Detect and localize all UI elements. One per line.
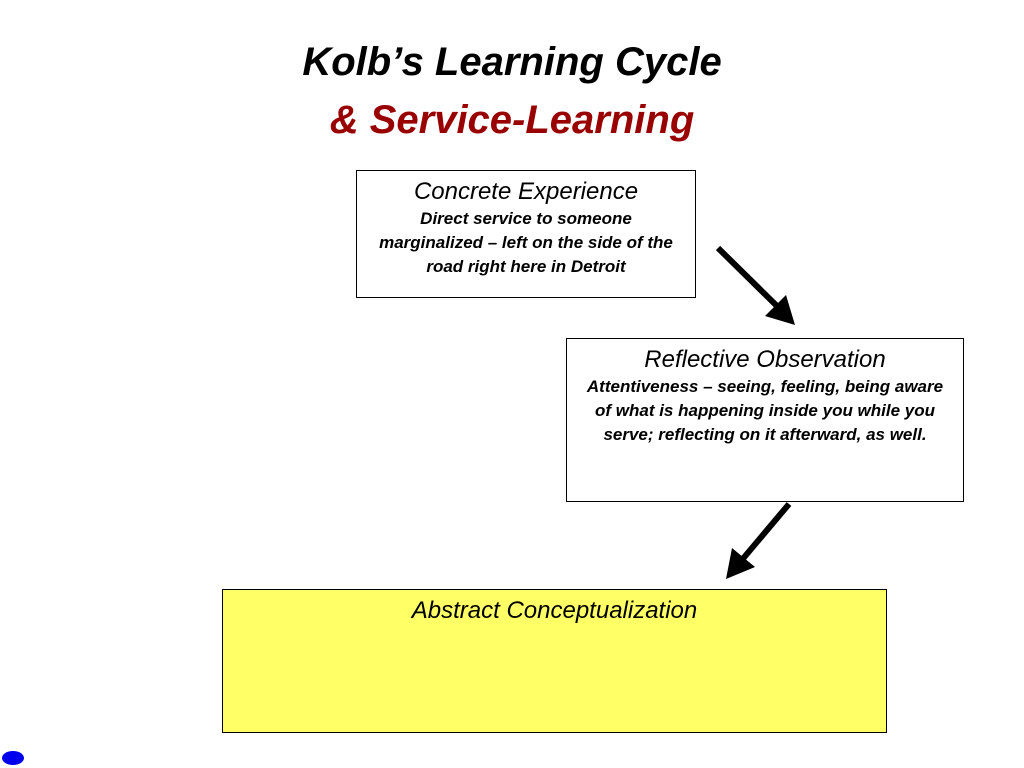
title-line-1: Kolb’s Learning Cycle (302, 40, 722, 84)
abstract-conceptualization-box: Abstract Conceptualization (222, 589, 887, 733)
arrow-reflective-to-abstract (726, 502, 792, 579)
reflective-observation-box: Reflective Observation Attentiveness – s… (566, 338, 964, 502)
arrow-concrete-to-reflective (715, 245, 795, 325)
title-line-2: & Service-Learning (329, 98, 695, 142)
reflective-observation-heading: Reflective Observation (644, 346, 886, 373)
concrete-experience-description: Direct service to someone marginalized –… (379, 209, 673, 276)
concrete-experience-heading: Concrete Experience (413, 178, 639, 205)
abstract-conceptualization-heading: Abstract Conceptualization (411, 597, 698, 624)
concrete-experience-box: Concrete Experience Direct service to so… (356, 170, 696, 298)
reflective-observation-description: Attentiveness – seeing, feeling, being a… (586, 377, 944, 444)
slide-nav-dot[interactable] (2, 751, 24, 765)
